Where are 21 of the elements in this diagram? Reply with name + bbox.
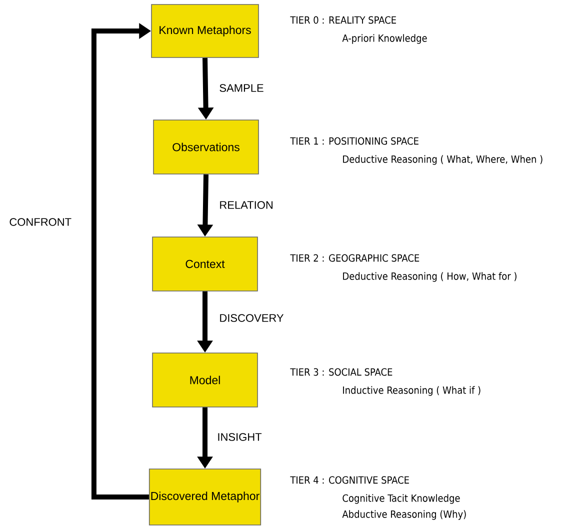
tier-text: TIER 4 : COGNITIVE SPACE [290, 476, 409, 484]
tier-text: Deductive Reasoning ( How, What for ) [343, 272, 516, 282]
tier-text: TIER 1 : POSITIONING SPACE [290, 137, 418, 145]
edge-label: CONFRONT [8, 217, 73, 227]
tier-text: A-priori Knowledge [342, 34, 427, 44]
process-box: Model [152, 352, 258, 408]
edge-label: RELATION [218, 200, 274, 210]
edge-label: DISCOVERY [218, 313, 285, 323]
edge-label: SAMPLE [218, 83, 265, 93]
process-box: Discovered Metaphor [148, 468, 262, 526]
tier-text: Abductive Reasoning (Why) [342, 510, 466, 520]
tier-text: Deductive Reasoning ( What, Where, When ) [343, 155, 542, 165]
tier-text: Cognitive Tacit Knowledge [342, 494, 460, 504]
tier-text: TIER 3 : SOCIAL SPACE [290, 368, 392, 376]
edge-label: INSIGHT [216, 432, 263, 442]
process-box: Context [152, 236, 258, 292]
tier-text: TIER 2 : GEOGRAPHIC SPACE [290, 254, 420, 262]
process-box: Observations [153, 120, 259, 174]
process-box: Known Metaphors [151, 4, 259, 58]
tier-text: TIER 0 : REALITY SPACE [290, 16, 396, 24]
tier-text: Inductive Reasoning ( What if ) [343, 386, 480, 396]
